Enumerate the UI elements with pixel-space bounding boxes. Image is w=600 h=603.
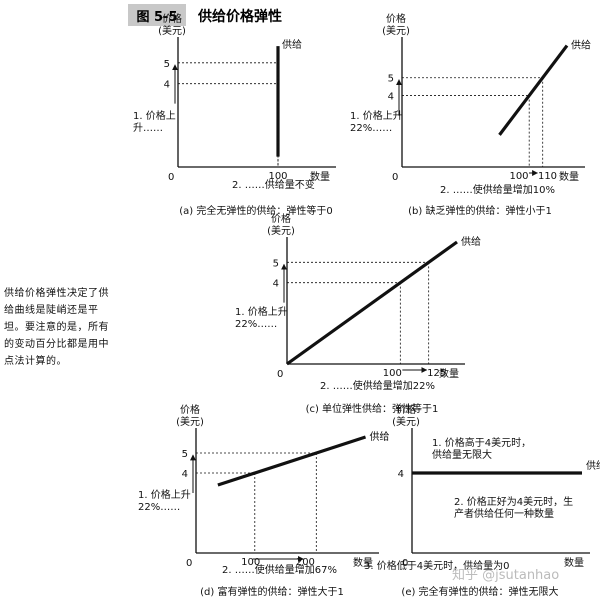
panel-caption: (d) 富有弹性的供给：弹性大于1 — [200, 585, 344, 598]
y-axis-label: 价格(美元) — [382, 12, 410, 37]
y-axis-label: 价格(美元) — [267, 212, 295, 237]
watermark: 知乎 @jsutanhao — [452, 568, 560, 583]
price-tick-label: 4 — [182, 469, 188, 480]
chart-panel-a: 价格(美元) 数量 0 供给 4 5 100 1. 价格上升…… 2. ……供给量不变 (a) 完… — [133, 12, 336, 217]
elasticity-note-2: 2. 价格正好为4美元时，生产者供给任何一种数量 — [454, 495, 573, 520]
x-axis-label: 数量 — [439, 367, 459, 380]
series-label: 供给 — [370, 430, 390, 443]
price-tick-label: 5 — [273, 258, 279, 269]
x-axis-label: 数量 — [353, 556, 373, 569]
origin-label: 0 — [168, 172, 174, 183]
origin-label: 0 — [392, 172, 398, 183]
panel-caption: (c) 单位弹性供给：弹性等于1 — [306, 402, 439, 415]
price-tick-label: 4 — [398, 469, 404, 480]
quantity-change-note: 2. ……供给量不变 — [232, 178, 315, 191]
figure-tag: 图 5-5 — [136, 10, 177, 25]
figure-title: 供给价格弹性 — [197, 8, 282, 25]
quantity-tick-label: 200 — [296, 557, 315, 568]
price-tick-label: 5 — [164, 59, 170, 70]
price-tick-label: 4 — [388, 92, 394, 103]
quantity-tick-label: 125 — [427, 368, 446, 379]
price-tick-label: 5 — [388, 74, 394, 85]
origin-label: 0 — [277, 369, 283, 380]
x-axis-label: 数量 — [564, 556, 584, 569]
series-label: 供给 — [586, 459, 600, 472]
quantity-tick-label: 100 — [268, 171, 287, 182]
chart-panels: 价格(美元) 数量 0 供给 4 5 100 1. 价格上升…… 2. ……供给量不变 (a) 完… — [133, 12, 600, 598]
supply-line — [286, 240, 458, 366]
series-label: 供给 — [461, 235, 481, 248]
side-note: 供给价格弹性决定了供 给曲线是陡峭还是平 坦。要注意的是，所有 的变动百分比都是… — [4, 288, 109, 367]
chart-panel-e: 价格(美元) 数量 0 供给 4 1. 价格高于4美元时，供给量无限大 2. 价格正好为4美… — [364, 403, 600, 598]
panel-caption: (e) 完全有弹性的供给：弹性无限大 — [401, 585, 558, 598]
price-change-note: 1. 价格上升…… — [133, 109, 176, 134]
y-axis-label: 价格(美元) — [392, 403, 420, 428]
supply-line — [217, 435, 367, 487]
quantity-change-note: 2. ……使供给量增加10% — [440, 183, 555, 196]
price-tick-label: 4 — [273, 279, 279, 290]
quantity-tick-label: 100 — [241, 557, 260, 568]
elasticity-note-1: 1. 价格高于4美元时，供给量无限大 — [432, 436, 531, 461]
elasticity-note-3: 3. 价格低于4美元时，供给量为0 — [364, 559, 509, 572]
quantity-tick-label: 110 — [538, 171, 557, 182]
x-axis-label: 数量 — [559, 170, 579, 183]
x-axis-label: 数量 — [310, 170, 330, 183]
supply-line — [498, 44, 569, 136]
quantity-tick-label: 100 — [509, 171, 528, 182]
panel-caption: (b) 缺乏弹性的供给：弹性小于1 — [408, 204, 552, 217]
origin-label: 0 — [186, 558, 192, 569]
price-tick-label: 5 — [182, 449, 188, 460]
series-label: 供给 — [282, 38, 302, 51]
quantity-change-note: 2. ……使供给量增加67% — [222, 563, 337, 576]
quantity-tick-label: 100 — [383, 368, 402, 379]
y-axis-label: 价格(美元) — [158, 12, 186, 37]
origin-label: 0 — [402, 558, 408, 569]
series-label: 供给 — [571, 39, 591, 52]
y-axis-label: 价格(美元) — [176, 403, 204, 428]
price-tick-label: 4 — [164, 80, 170, 91]
quantity-change-note: 2. ……使供给量增加22% — [320, 379, 435, 392]
figure-tag-box — [128, 4, 186, 26]
panel-caption: (a) 完全无弹性的供给：弹性等于0 — [179, 204, 332, 217]
